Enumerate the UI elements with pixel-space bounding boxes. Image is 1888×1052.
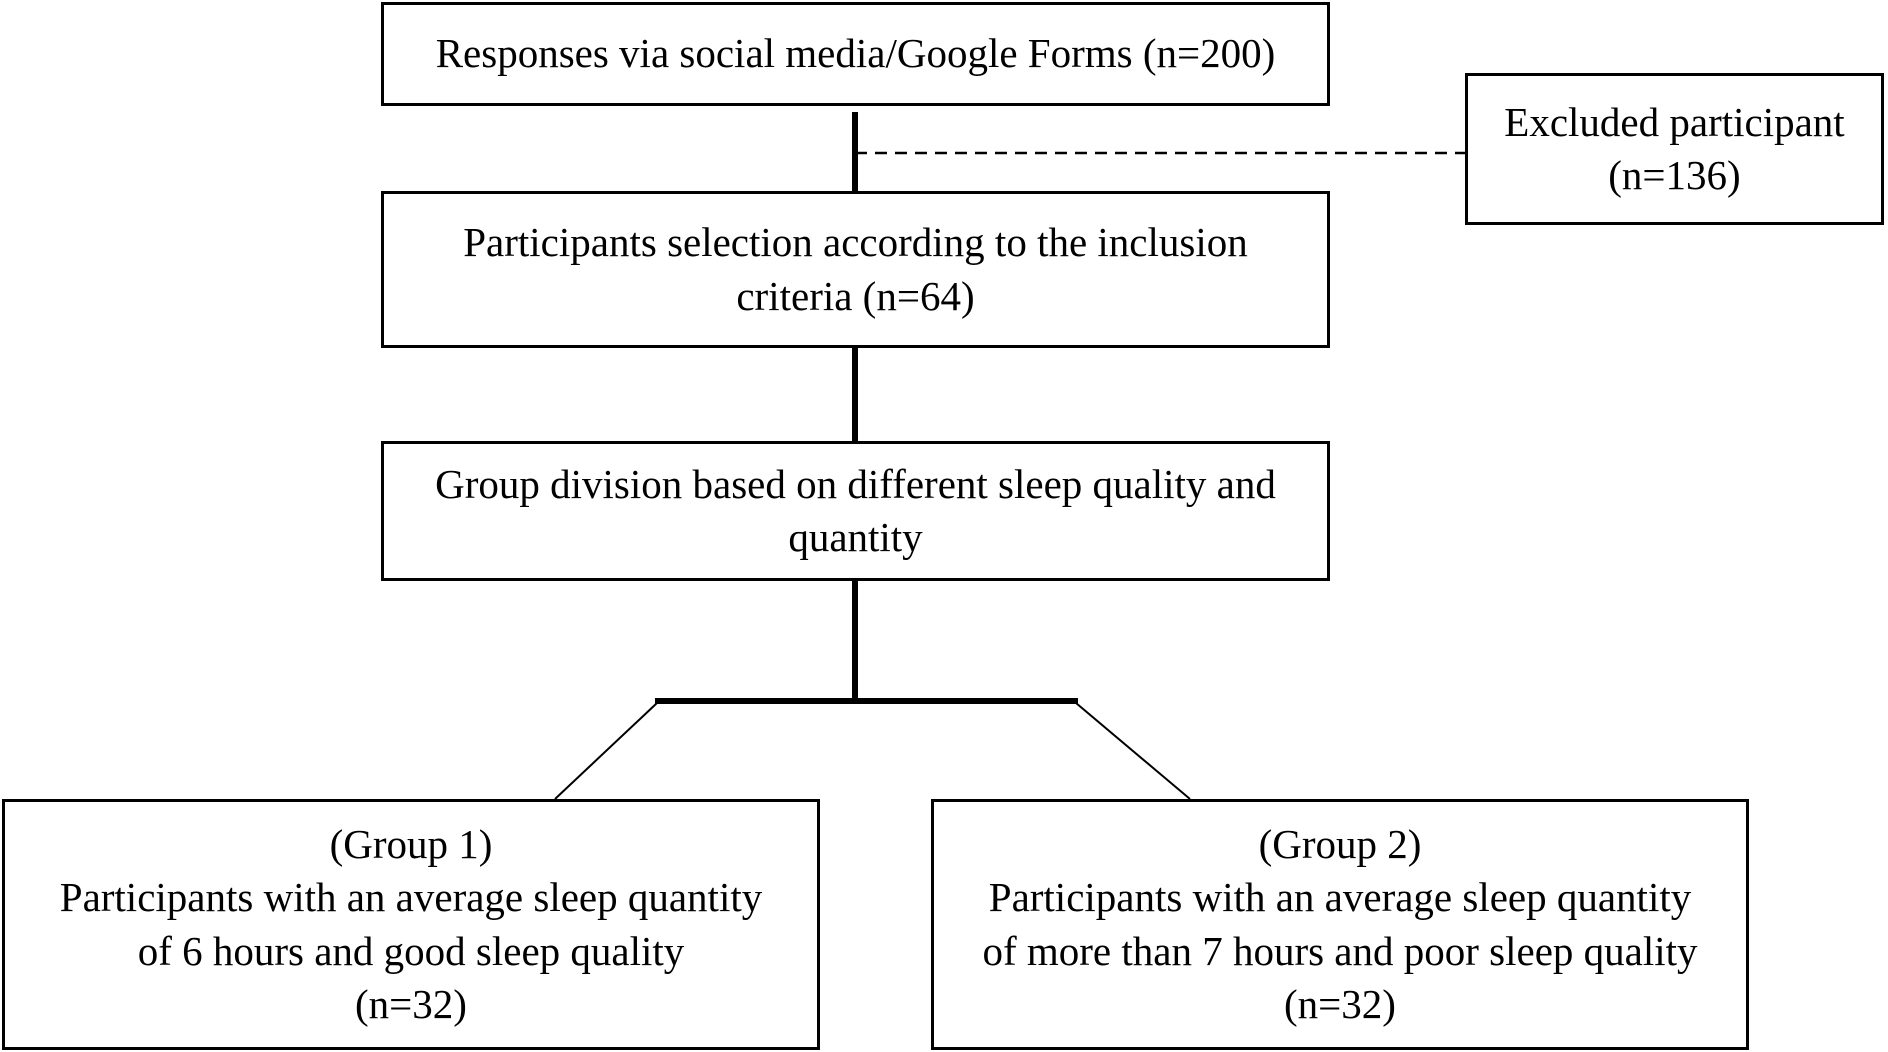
- group2-box: (Group 2) Participants with an average s…: [931, 799, 1749, 1050]
- group2-description-line1: Participants with an average sleep quant…: [988, 874, 1692, 921]
- division-text-line1: Group division based on different sleep …: [435, 460, 1276, 507]
- group-division-box: Group division based on different sleep …: [381, 441, 1330, 581]
- group2-count: (n=32): [1284, 980, 1396, 1027]
- excluded-label: Excluded participant: [1504, 98, 1845, 145]
- group2-description-line2: of more than 7 hours and poor sleep qual…: [982, 927, 1698, 974]
- group1-description-line1: Participants with an average sleep quant…: [59, 874, 763, 921]
- group1-count: (n=32): [355, 980, 467, 1027]
- excluded-box: Excluded participant (n=136): [1465, 73, 1884, 225]
- excluded-count: (n=136): [1608, 152, 1741, 198]
- group1-title: (Group 1): [329, 820, 493, 867]
- group1-description-line2: of 6 hours and good sleep quality: [137, 927, 685, 974]
- responses-box: Responses via social media/Google Forms …: [381, 2, 1330, 106]
- responses-text: Responses via social media/Google Forms …: [435, 30, 1276, 77]
- selection-text-line1: Participants selection according to the …: [463, 219, 1248, 266]
- selection-text-line2: criteria (n=64): [736, 272, 975, 319]
- selection-box: Participants selection according to the …: [381, 191, 1330, 348]
- group2-title: (Group 2): [1258, 820, 1422, 867]
- group1-box: (Group 1) Participants with an average s…: [2, 799, 820, 1050]
- division-text-line2: quantity: [788, 514, 923, 560]
- connector-split-to-group2: [1075, 702, 1191, 800]
- connector-split-to-group1: [554, 702, 658, 800]
